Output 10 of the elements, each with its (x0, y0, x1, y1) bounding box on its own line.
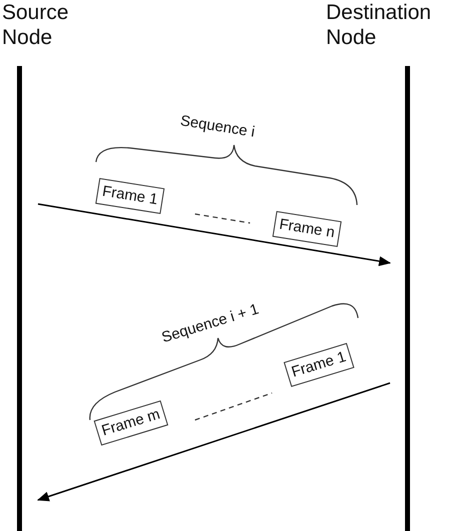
sequence-label: Sequence i (179, 112, 256, 141)
frame-box: Frame m (94, 400, 168, 446)
frame-box: Frame n (272, 211, 342, 247)
node-heading: Source Node (2, 0, 70, 50)
arrow (37, 382, 390, 502)
arrow (38, 203, 391, 266)
frame-box: Frame 1 (284, 342, 354, 388)
frame-box: Frame 1 (95, 178, 164, 214)
node-heading: Destination Node (326, 0, 432, 50)
sequence-label: Sequence i + 1 (160, 300, 261, 346)
